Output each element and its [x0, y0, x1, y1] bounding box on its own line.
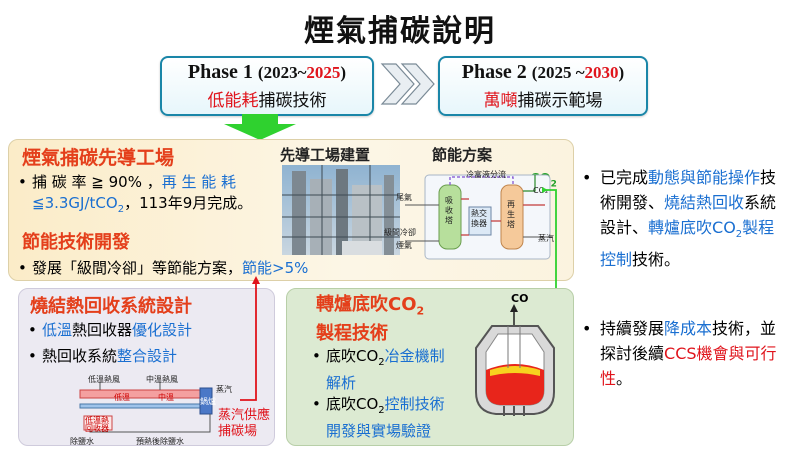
- converter-heading: 轉爐底吹CO2 製程技術: [316, 294, 425, 344]
- phase-2-subtitle: 捕碳示範場: [517, 91, 603, 111]
- scheme-heat-exchanger: 熱交換器: [471, 209, 487, 228]
- photo-label: 先導工場建置: [280, 146, 371, 164]
- down-arrow-icon: [224, 114, 296, 140]
- sinter-mid-wind: 中溫熱風: [146, 375, 178, 384]
- pilot-bullet-2: •發展「級間冷卻」等節能方案，節能>5%: [18, 259, 309, 277]
- phase-1-label: Phase 1: [187, 61, 253, 83]
- converter-co-label: CO: [511, 292, 529, 305]
- phase-1-box: Phase 1 (2023~2025) 低能耗捕碳技術: [160, 56, 374, 116]
- energy-heading: 節能技術開發: [22, 232, 130, 253]
- phase-1-highlight: 低能耗: [207, 91, 259, 111]
- sinter-bullet-2: •熱回收系統整合設計: [28, 347, 178, 365]
- energy-scheme-diagram: [405, 174, 553, 260]
- chevron-arrows-icon: [380, 63, 435, 105]
- sinter-low-temp: 低溫: [114, 393, 130, 402]
- sinter-feed-water: 除鹽水: [70, 437, 94, 446]
- sinter-preheat-water: 預熱後除鹽水: [136, 437, 184, 446]
- scheme-absorber: 吸收塔: [445, 196, 453, 225]
- summary-bullet-1: • 已完成動態與節能操作技術開發、燒結熱回收系統設計、轉爐底吹CO2製程控制技術…: [582, 168, 777, 270]
- sinter-heat-recovery-diagram: [79, 382, 213, 433]
- summary-bullet-2: • 持續發展降成本技術，並探討後續CCS機會與可行性。: [582, 319, 777, 388]
- converter-bullet-2: •底吹CO2控制技術 開發與實場驗證: [312, 395, 445, 440]
- sinter-panel: [18, 288, 275, 446]
- scheme-interstage: 級間冷卻: [384, 228, 416, 237]
- scheme-steam: 蒸汽: [538, 234, 554, 243]
- phase-2-year-close: ): [618, 63, 625, 82]
- scheme-tail-gas: 尾氣: [396, 193, 412, 202]
- scheme-co2-small: CO₂: [533, 186, 549, 195]
- phase-2-year-end: 2030: [584, 63, 619, 82]
- sinter-heading: 燒結熱回收系統設計: [30, 296, 192, 317]
- phase-2-year-start: (2025 ~: [531, 63, 585, 82]
- sinter-bullet-1: •低溫熱回收器優化設計: [28, 321, 193, 339]
- scheme-regenerator: 再生塔: [507, 200, 515, 229]
- scheme-label: 節能方案: [432, 146, 493, 164]
- pilot-heading: 煙氣捕碳先導工場: [22, 147, 175, 169]
- converter-vessel-diagram: [475, 304, 555, 416]
- pilot-plant-photo: [282, 165, 400, 255]
- sinter-low-recovery: 低溫熱 回收器: [85, 416, 109, 433]
- phase-1-year-start: (2023~: [257, 63, 307, 82]
- phase-2-highlight: 萬噸: [483, 91, 518, 111]
- page-title: 煙氣捕碳說明: [304, 14, 496, 49]
- phase-1-year-close: ): [340, 63, 347, 82]
- sinter-steam: 蒸汽: [216, 385, 232, 394]
- scheme-flue-gas: 煙氣: [396, 241, 412, 250]
- phase-2-box: Phase 2 (2025 ~2030) 萬噸捕碳示範場: [438, 56, 648, 116]
- phase-1-year-end: 2025: [306, 63, 341, 82]
- steam-supply-label: 蒸汽供應 捕碳場: [218, 408, 271, 439]
- sinter-mid-temp: 中溫: [158, 393, 174, 402]
- sinter-drum: 鍋爐: [200, 397, 216, 406]
- phase-1-subtitle: 捕碳技術: [258, 91, 327, 111]
- scheme-cold-rich: 冷富液分流: [466, 170, 506, 179]
- converter-bullet-1: •底吹CO2冶金機制 解析: [312, 347, 445, 392]
- phase-2-label: Phase 2: [461, 61, 527, 83]
- sinter-low-wind: 低溫熱風: [88, 375, 120, 384]
- pilot-bullet-1: •捕 碳 率 ≧ 90% ，再 生 能 耗 ≦3.3GJ/tCO2，113年9月…: [18, 173, 253, 215]
